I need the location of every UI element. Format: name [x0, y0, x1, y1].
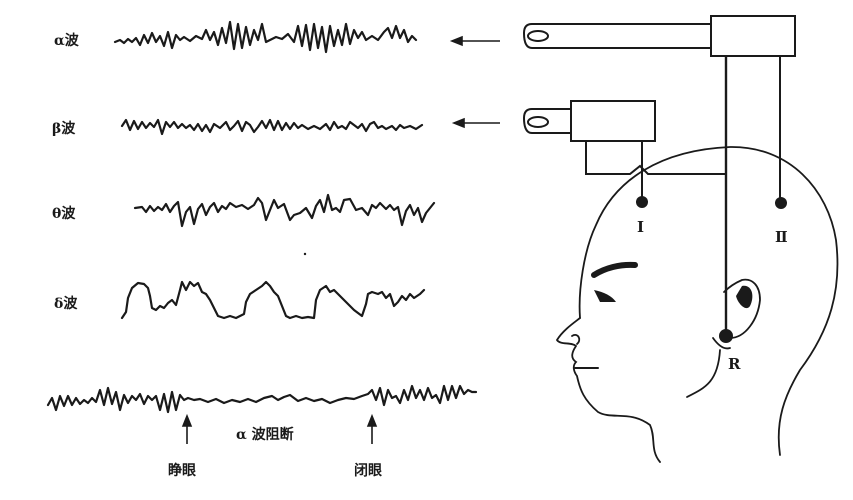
face-profile	[555, 317, 661, 463]
electrode-reference-label: R	[728, 355, 741, 373]
amplifier-upper	[710, 15, 796, 57]
ear-inner	[736, 285, 753, 309]
amplifier-lower	[570, 100, 656, 142]
pen-upper	[522, 23, 711, 49]
eyes-open-label: 睁眼	[168, 463, 196, 479]
delta-wave-trace	[120, 280, 426, 320]
alpha-wave-label: α波	[54, 33, 79, 49]
electrode-one	[636, 196, 648, 208]
theta-wave-label: θ波	[52, 206, 76, 222]
jaw-line	[686, 349, 721, 398]
alpha-wave-trace	[113, 20, 418, 54]
electrode-reference	[719, 329, 733, 343]
head-outline	[578, 146, 839, 456]
electrode-one-label: I	[637, 218, 645, 236]
electrode-two	[775, 197, 787, 209]
beta-wave-label: β波	[52, 121, 76, 137]
alpha-blocking-trace	[46, 384, 478, 414]
theta-wave-trace	[133, 193, 436, 228]
beta-wave-trace	[120, 118, 424, 136]
speck	[303, 252, 307, 256]
eye	[594, 290, 616, 302]
ear	[723, 278, 761, 339]
eyes-closed-label: 闭眼	[354, 463, 382, 479]
delta-wave-label: δ波	[54, 296, 78, 312]
alpha-blocking-annotation: α 波阻断	[236, 427, 294, 443]
pen-lower	[522, 108, 571, 134]
eyebrow	[591, 261, 638, 278]
electrode-two-label: Ⅱ	[775, 228, 788, 246]
